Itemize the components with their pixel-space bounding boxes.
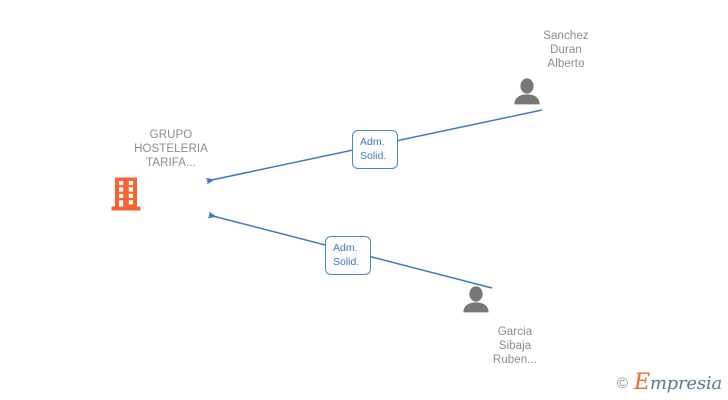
person-icon: [460, 286, 570, 319]
edge-label-adm-solid-sanchez[interactable]: Adm. Solid.: [352, 130, 398, 169]
node-company[interactable]: GRUPO HOSTELERIA TARIFA...: [111, 128, 231, 217]
node-company-label: GRUPO HOSTELERIA TARIFA...: [134, 129, 208, 169]
copyright-icon: ©: [616, 374, 628, 392]
empresia-logo-rest: mpresia: [649, 373, 722, 394]
node-person-garcia-label: Garcia Sibaja Ruben...: [492, 326, 538, 366]
empresia-watermark: © Empresia: [617, 372, 722, 394]
edge-label-adm-solid-garcia[interactable]: Adm. Solid.: [325, 236, 371, 275]
node-person-garcia-sibaja-ruben[interactable]: Garcia Sibaja Ruben...: [460, 286, 570, 367]
person-icon: [511, 78, 621, 111]
node-person-sanchez-label: Sanchez Duran Alberto: [543, 30, 589, 70]
building-icon: [111, 176, 231, 217]
node-person-sanchez-duran-alberto[interactable]: Sanchez Duran Alberto: [511, 29, 621, 111]
empresia-logo: Empresia: [634, 372, 722, 394]
empresia-logo-initial: E: [633, 370, 650, 395]
